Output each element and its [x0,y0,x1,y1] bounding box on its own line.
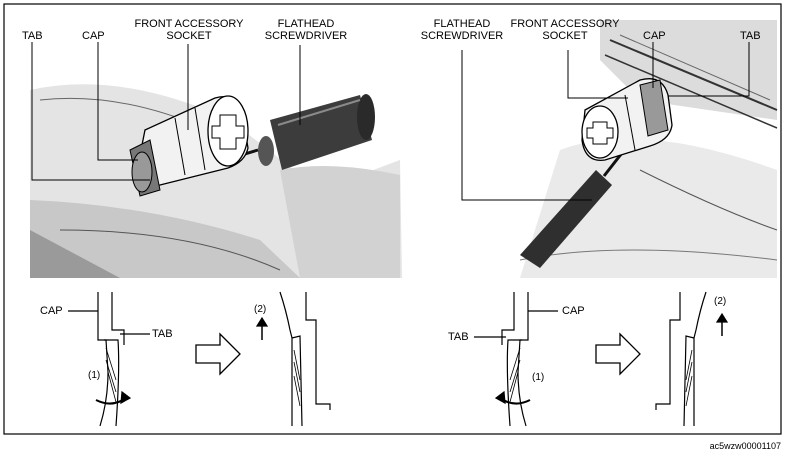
label-front-accessory-socket-left: FRONT ACCESSORY SOCKET [124,18,254,42]
label-tab-right: TAB [740,30,761,42]
transition-arrow-right [595,332,641,376]
label-front-accessory-socket-right: FRONT ACCESSORY SOCKET [500,18,630,42]
label-line: SOCKET [542,30,588,42]
label-line: SCREWDRIVER [264,30,348,42]
step-1-right: (1) [532,372,545,383]
photo-left [30,42,402,279]
label-line: FLATHEAD [433,18,491,30]
label-tab-left: TAB [22,30,43,42]
label-tab-detail-right: TAB [448,331,469,343]
detail-right-after [655,291,729,427]
step-2-left: (2) [254,304,267,315]
label-cap-right: CAP [643,30,666,42]
label-cap-left: CAP [82,30,105,42]
photo-right [455,18,778,280]
detail-left-after [255,291,331,427]
step-1-left: (1) [88,370,101,381]
figure-frame [3,3,782,435]
label-line: FLATHEAD [277,18,335,30]
transition-arrow-left [195,332,241,376]
label-line: SOCKET [166,30,212,42]
label-tab-detail-left: TAB [152,328,173,340]
label-line: FRONT ACCESSORY [510,18,620,30]
detail-left-before [68,292,150,427]
figure-code: ac5wzw00001107 [709,441,781,451]
step-2-right: (2) [714,296,727,307]
label-line: SCREWDRIVER [420,30,504,42]
detail-right-before [474,292,558,427]
label-cap-detail-right: CAP [562,305,585,317]
label-line: FRONT ACCESSORY [134,18,244,30]
label-flathead-screwdriver-left: FLATHEAD SCREWDRIVER [256,18,356,42]
label-cap-detail-left: CAP [40,305,63,317]
label-flathead-screwdriver-right: FLATHEAD SCREWDRIVER [412,18,512,42]
